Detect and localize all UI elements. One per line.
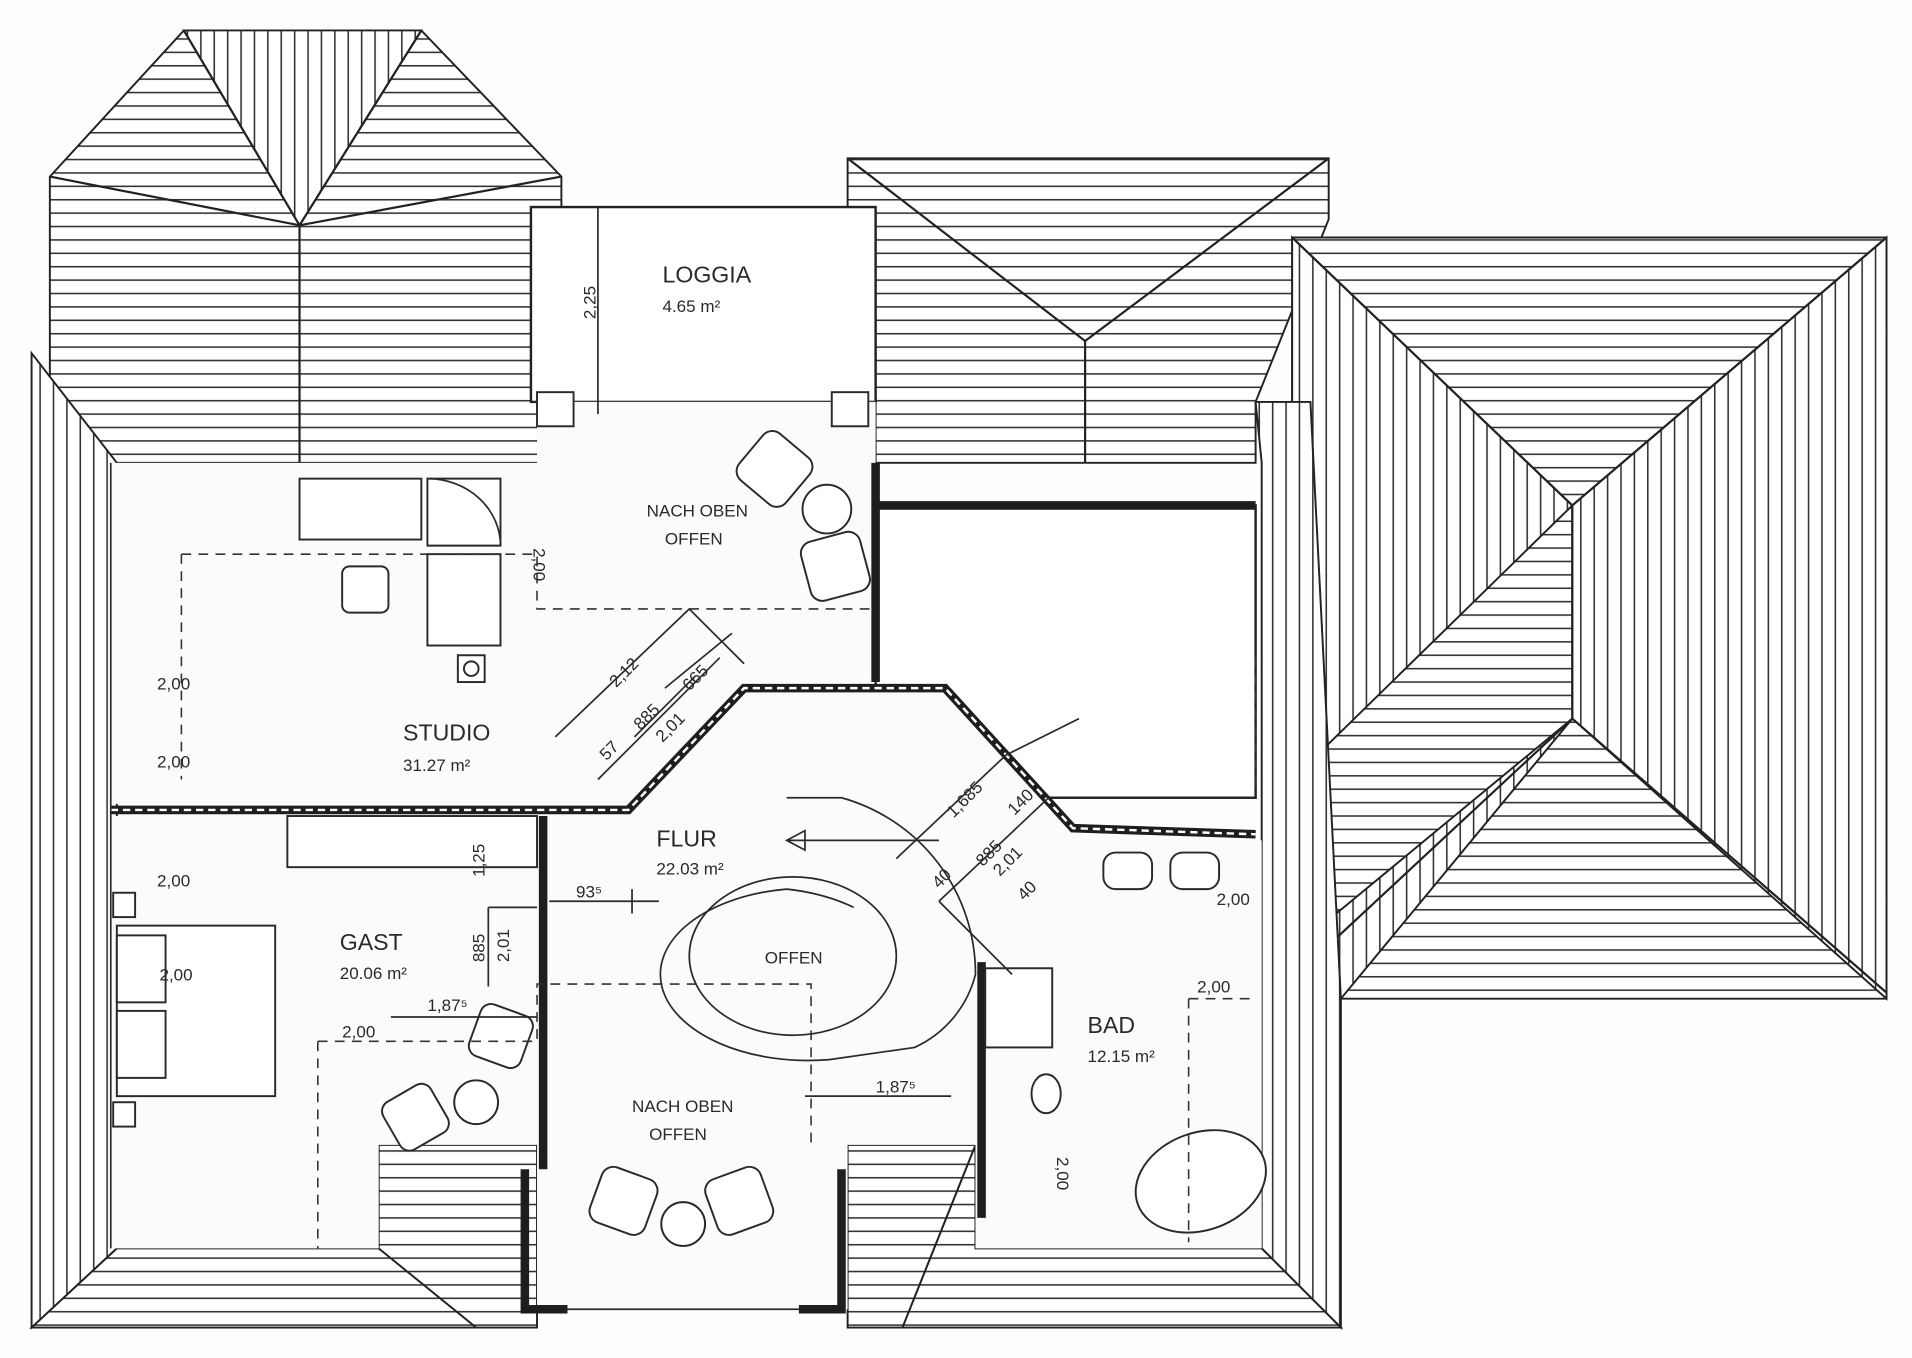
room-name-gast: GAST [340, 929, 403, 955]
armchair-icon [588, 1165, 659, 1236]
bathtub-icon [1134, 1129, 1267, 1234]
dim-label: 1,87⁵ [876, 1077, 916, 1096]
furniture [112, 430, 1267, 1247]
dim-label: 2,00 [1217, 890, 1250, 909]
note-stair-void: OFFEN [765, 948, 823, 967]
dim-label: 885 [470, 934, 489, 962]
dim-label: 2,25 [580, 286, 599, 319]
toilet-icon [1030, 1073, 1062, 1115]
room-name-loggia: LOGGIA [662, 262, 751, 288]
height-lines [180, 553, 1257, 1249]
room-name-bad: BAD [1088, 1012, 1136, 1038]
dim-label: 2,00 [159, 965, 192, 984]
armchair-icon [799, 530, 871, 602]
dim-label: 1,25 [470, 844, 489, 877]
room-area-bad: 12.15 m² [1088, 1047, 1156, 1066]
sink-icon [1169, 851, 1221, 891]
sink-icon [1102, 851, 1154, 891]
dimension-lines [390, 207, 1080, 1097]
note-open-above-line2: OFFEN [665, 529, 723, 548]
dim-label: 2,00 [1053, 1157, 1072, 1190]
room-area-loggia: 4.65 m² [662, 297, 720, 316]
note-open-above-line1: NACH OBEN [632, 1097, 733, 1116]
note-open-above-line1: NACH OBEN [647, 501, 748, 520]
dim-label: 93⁵ [576, 883, 602, 902]
room-area-studio: 31.27 m² [403, 756, 471, 775]
dim-label: 2,00 [529, 548, 548, 581]
note-open-above-line2: OFFEN [649, 1125, 707, 1144]
room-area-gast: 20.06 m² [340, 964, 408, 983]
dim-label: 2,00 [157, 872, 190, 891]
walls [109, 391, 1256, 1314]
dim-label: 1,87⁵ [427, 996, 467, 1015]
dim-label: 2,00 [157, 674, 190, 693]
room-name-flur: FLUR [656, 825, 716, 851]
dim-label: 2,01 [494, 929, 513, 962]
armchair-icon [381, 1082, 450, 1152]
roof-right-wing [1290, 235, 1888, 1001]
roof-top-left [48, 29, 563, 464]
dim-label: 2,00 [1197, 978, 1230, 997]
roof-left-strip [29, 350, 478, 1330]
room-area-flur: 22.03 m² [656, 859, 724, 878]
dim-label: 2,00 [342, 1023, 375, 1042]
dim-label: 2,00 [157, 752, 190, 771]
roof-bottom-middle [377, 1143, 977, 1329]
armchair-icon [735, 430, 814, 508]
spiral-stair [659, 796, 977, 1062]
armchair-icon [704, 1165, 775, 1236]
room-name-studio: STUDIO [403, 720, 490, 746]
armchair-icon [467, 1003, 534, 1070]
